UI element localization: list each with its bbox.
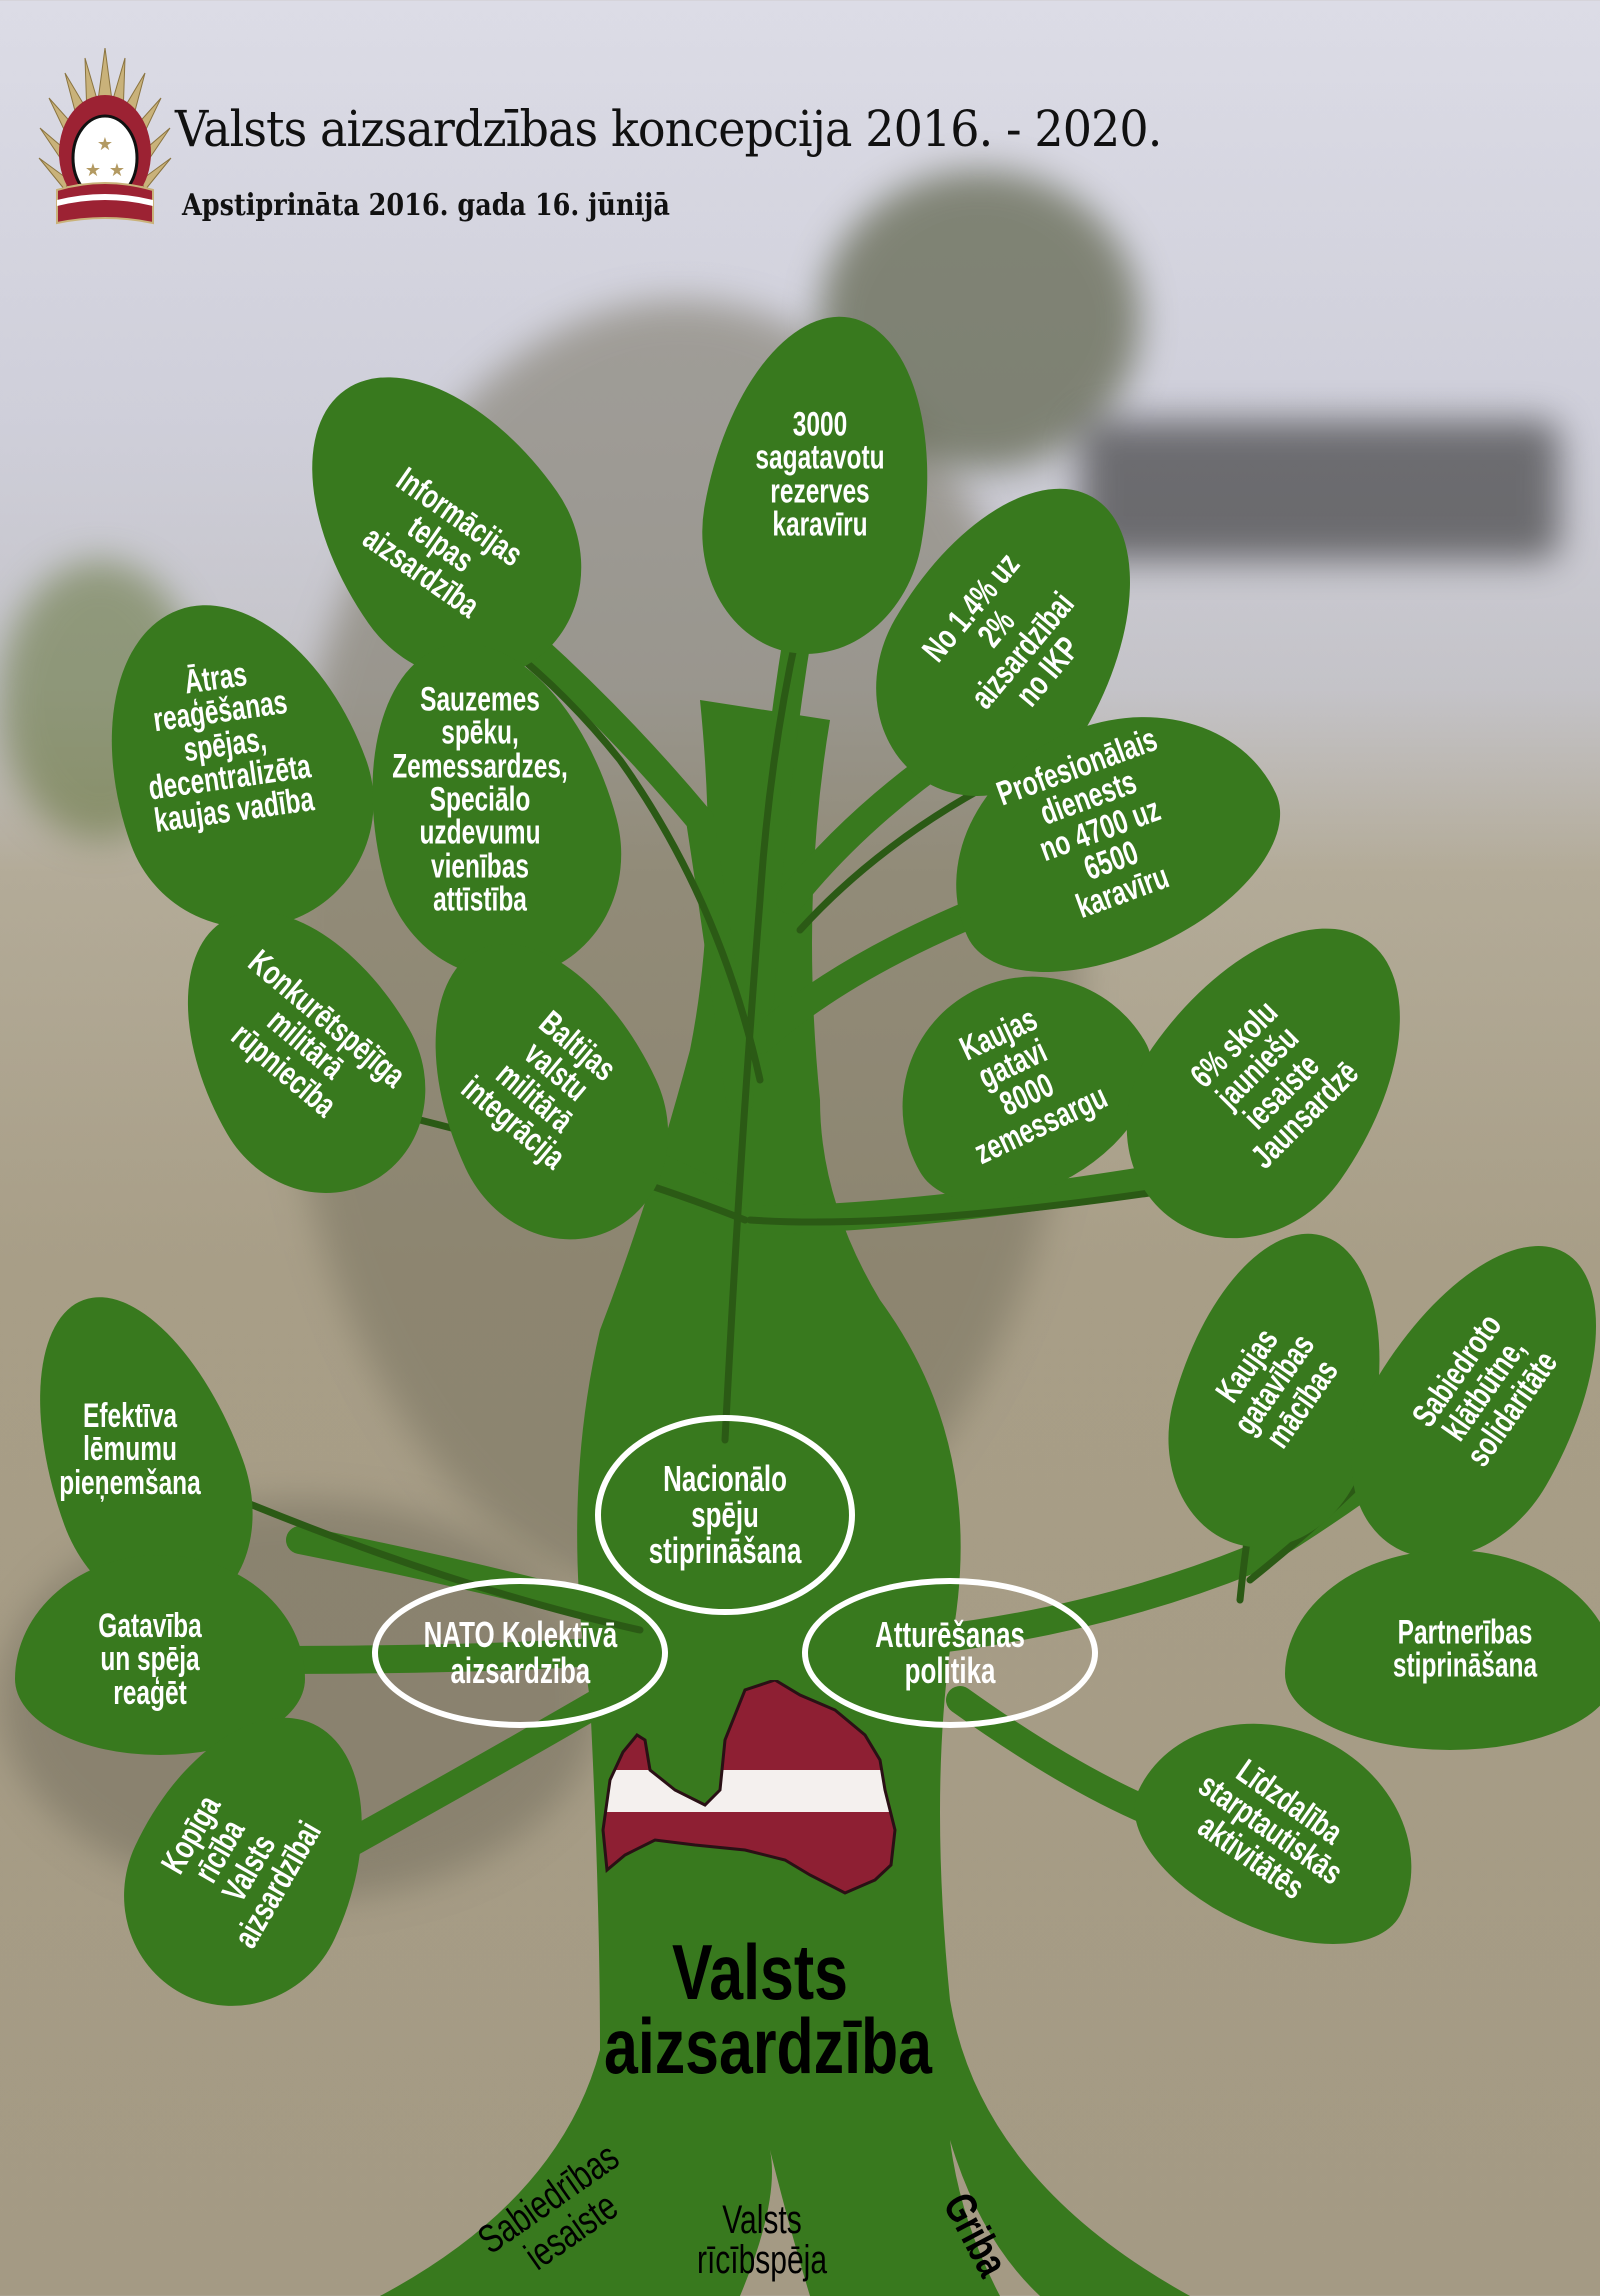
svg-text:★: ★ [109,160,125,180]
pillar-national-capabilities: Nacionālo spēju stiprināšana [595,1415,855,1615]
svg-text:★: ★ [97,134,113,154]
leaf-16 [1285,1550,1600,1750]
leaf-text-partnerships: Partnerības stiprināšana [1392,1613,1538,1685]
page-title: Valsts aizsardzības koncepcija 2016. - 2… [175,100,1162,158]
leaf-text-readiness: Gatavība un spēja reaģēt [98,1607,202,1712]
page-subtitle: Apstiprināta 2016. gada 16. jūnijā [182,188,670,223]
pillar-nato-collective-defence: NATO Kolektīvā aizsardzība [372,1578,668,1728]
pillar-label: Atturēšanas politika [875,1614,1025,1691]
pillar-deterrence-policy: Atturēšanas politika [802,1578,1098,1728]
leaf-text-decision-making: Efektīva lēmumu pieņemšana [59,1397,201,1502]
leaf-text-rapid-response: Ātras reaģēšanas spējas, decentralizēta … [146,655,317,841]
pillar-label: Nacionālo spēju stiprināšana [648,1458,802,1571]
background-photo-rifle [1080,420,1560,560]
trunk-title: Valsts aizsardzība [604,1928,933,2091]
crest-logo: ★ ★ ★ [38,48,172,225]
leaf-text-reserve-soldiers: 3000 sagatavotu rezerves karavīru [755,405,885,544]
leaf-text-land-forces: Sauzemes spēku, Zemessardzes, Speciālo u… [392,680,568,919]
latvia-flag-map [601,1680,897,1895]
pillar-label: NATO Kolektīvā aizsardzība [423,1614,617,1691]
svg-text:★: ★ [85,160,101,180]
root-state-capacity: Valsts rīcībspēja [696,2198,828,2282]
